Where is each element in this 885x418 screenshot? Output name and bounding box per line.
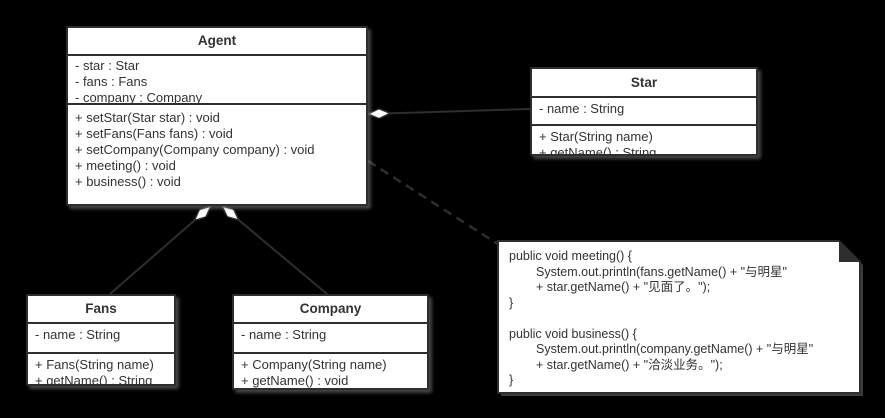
- aggregation-line-agent-star: [368, 108, 531, 114]
- method-line: + setStar(Star star) : void: [75, 110, 220, 125]
- attribute-line: - star : Star: [75, 58, 140, 73]
- class-box-star: Star - name : String + Star(String name)…: [530, 67, 758, 156]
- attribute-line: - name : String: [539, 101, 625, 116]
- method-line: + getName() : void: [241, 372, 349, 388]
- class-box-agent: Agent - star : Star - fans : Fans - comp…: [66, 26, 368, 206]
- method-line: + setCompany(Company company) : void: [75, 142, 315, 157]
- class-box-company: Company - name : String + Company(String…: [232, 294, 429, 390]
- attribute-line: - fans : Fans: [75, 74, 148, 89]
- method-line: + getName() : String: [35, 372, 153, 386]
- class-title-star: Star: [532, 69, 756, 98]
- attribute-line: - name : String: [35, 327, 121, 342]
- fans-methods: + Fans(String name) + getName() : String: [28, 354, 174, 384]
- method-line: + business() : void: [75, 174, 181, 189]
- attribute-line: - name : String: [241, 327, 327, 342]
- aggregation-line-agent-company: [222, 206, 328, 295]
- method-line: + meeting() : void: [75, 158, 176, 173]
- class-title-fans: Fans: [28, 296, 174, 324]
- method-line: + Company(String name): [241, 357, 387, 372]
- code-line: }: [509, 295, 514, 310]
- code-line: }: [509, 373, 514, 387]
- code-line: [509, 311, 849, 327]
- company-attributes: - name : String: [234, 324, 427, 354]
- code-note-shape: [497, 240, 861, 394]
- code-line: System.out.println(company.getName() + "…: [536, 342, 814, 356]
- company-methods: + Company(String name) + getName() : voi…: [234, 354, 427, 388]
- method-line: + Fans(String name): [35, 357, 154, 372]
- class-title-agent: Agent: [68, 28, 366, 56]
- method-line: + getName() : String: [539, 144, 657, 156]
- code-line: public void meeting() {: [509, 249, 632, 263]
- star-methods: + Star(String name) + getName() : String: [532, 126, 756, 154]
- code-line: public void business() {: [509, 326, 637, 341]
- method-line: + Star(String name): [539, 129, 653, 144]
- agent-attributes: - star : Star - fans : Fans - company : …: [68, 56, 366, 105]
- code-line: + star.getName() + "见面了。");: [536, 280, 711, 294]
- attribute-line: - company : Company: [75, 90, 203, 105]
- method-line: + setFans(Fans fans) : void: [75, 126, 233, 141]
- code-line: + star.getName() + "洽淡业务。");: [536, 357, 723, 372]
- class-box-fans: Fans - name : String + Fans(String name)…: [26, 294, 176, 386]
- code-line: System.out.println(fans.getName() + "与明星…: [536, 264, 787, 279]
- star-attributes: - name : String: [532, 98, 756, 126]
- code-note-text: public void meeting() { System.out.print…: [509, 249, 849, 389]
- fans-attributes: - name : String: [28, 324, 174, 354]
- agent-methods: + setStar(Star star) : void + setFans(Fa…: [68, 105, 366, 204]
- note-fold-corner: [839, 241, 860, 262]
- note-anchor-dashed-line: [367, 159, 505, 250]
- class-title-company: Company: [234, 296, 427, 324]
- aggregation-line-agent-fans: [109, 206, 211, 295]
